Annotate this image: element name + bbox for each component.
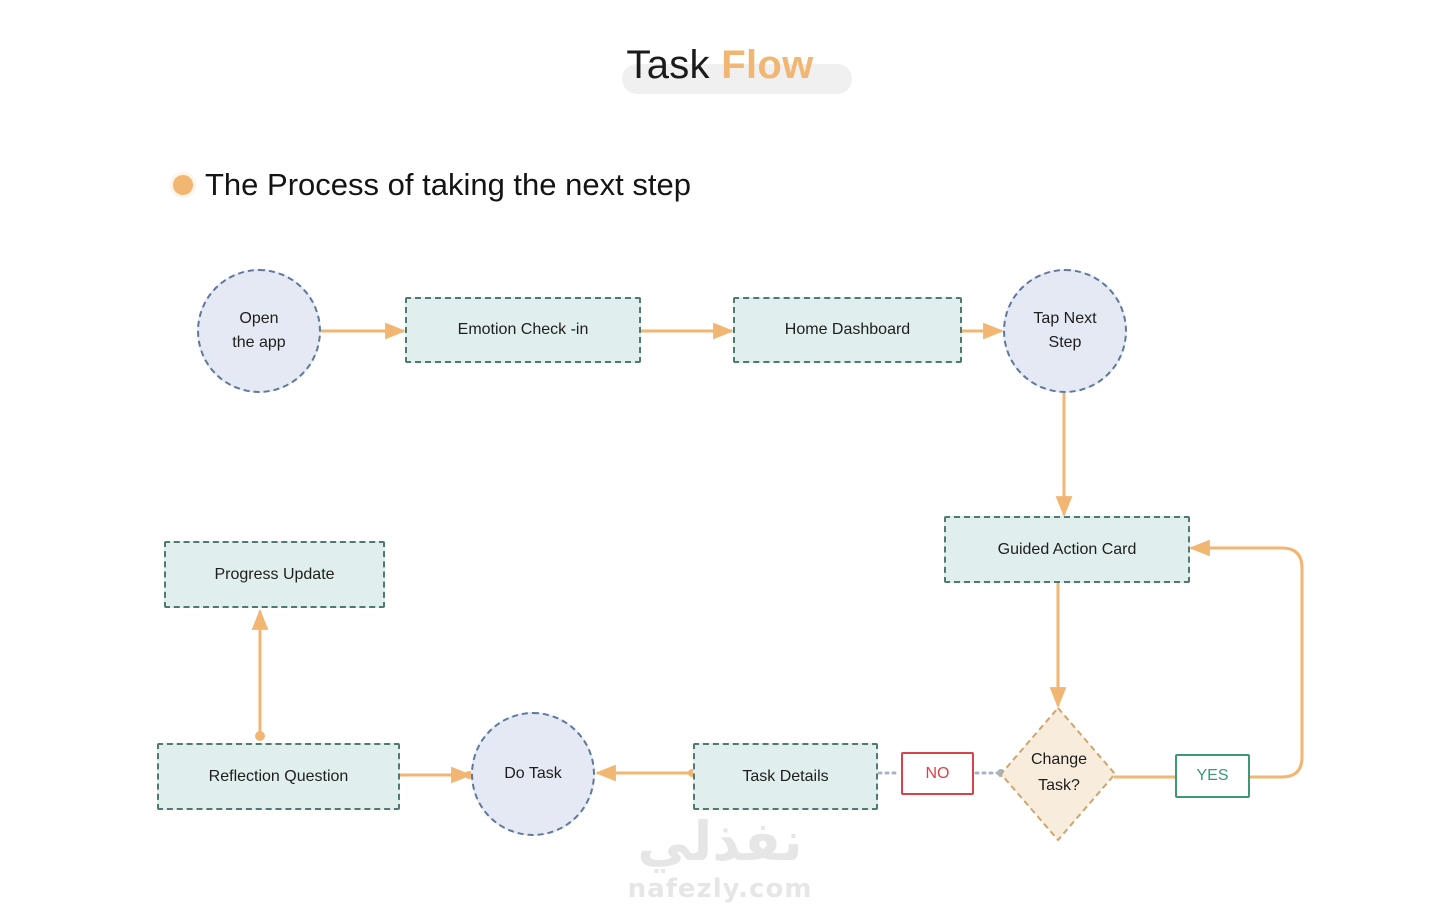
title-accent: Flow bbox=[721, 43, 814, 87]
node-home-dashboard-label: Home Dashboard bbox=[784, 321, 911, 338]
branch-no: NO bbox=[901, 752, 974, 795]
node-guided-action-card: Guided Action Card bbox=[944, 516, 1190, 583]
node-home-dashboard: Home Dashboard bbox=[733, 297, 962, 363]
bullet-icon bbox=[173, 175, 193, 195]
title-highlight bbox=[622, 64, 852, 94]
branch-no-label: NO bbox=[925, 764, 950, 782]
node-tap-next-step-line1: Tap Next bbox=[1033, 310, 1097, 327]
node-open-app-line2: the app bbox=[232, 334, 286, 351]
node-emotion-checkin-label: Emotion Check -in bbox=[457, 321, 589, 338]
node-progress-update-label: Progress Update bbox=[214, 565, 335, 583]
title-main: Task bbox=[626, 43, 710, 87]
title-block: Task Flow bbox=[0, 38, 1440, 98]
watermark: نفذلي nafezly.com bbox=[560, 810, 880, 904]
node-change-task-line1: Change bbox=[1030, 751, 1088, 768]
node-open-app-line1: Open bbox=[239, 310, 279, 327]
decision-diamond-change-task bbox=[999, 706, 1117, 842]
section-subtitle: The Process of taking the next step bbox=[205, 167, 691, 202]
node-task-details: Task Details bbox=[693, 743, 878, 810]
node-do-task-label: Do Task bbox=[504, 765, 562, 782]
node-task-details-label: Task Details bbox=[742, 767, 829, 785]
watermark-arabic: نفذلي bbox=[637, 810, 803, 873]
branch-yes: YES bbox=[1175, 754, 1250, 798]
node-change-task: Change Task? bbox=[1002, 747, 1116, 799]
node-emotion-checkin: Emotion Check -in bbox=[405, 297, 641, 363]
connector-dot-reflection bbox=[255, 731, 265, 741]
node-do-task: Do Task bbox=[471, 712, 595, 836]
arrow-yes-loop-to-guided bbox=[1188, 539, 1304, 779]
node-change-task-line2: Task? bbox=[1038, 777, 1080, 794]
node-reflection-question: Reflection Question bbox=[157, 743, 400, 810]
watermark-latin: nafezly.com bbox=[627, 874, 813, 904]
branch-yes-label: YES bbox=[1196, 767, 1229, 784]
node-reflection-question-label: Reflection Question bbox=[208, 767, 349, 785]
page-title: Task Flow bbox=[0, 38, 1440, 92]
node-progress-update: Progress Update bbox=[164, 541, 385, 608]
node-guided-action-card-label: Guided Action Card bbox=[997, 540, 1137, 558]
node-tap-next-step-line2: Step bbox=[1048, 334, 1082, 351]
node-open-app: Open the app bbox=[197, 269, 321, 393]
node-tap-next-step: Tap Next Step bbox=[1003, 269, 1127, 393]
